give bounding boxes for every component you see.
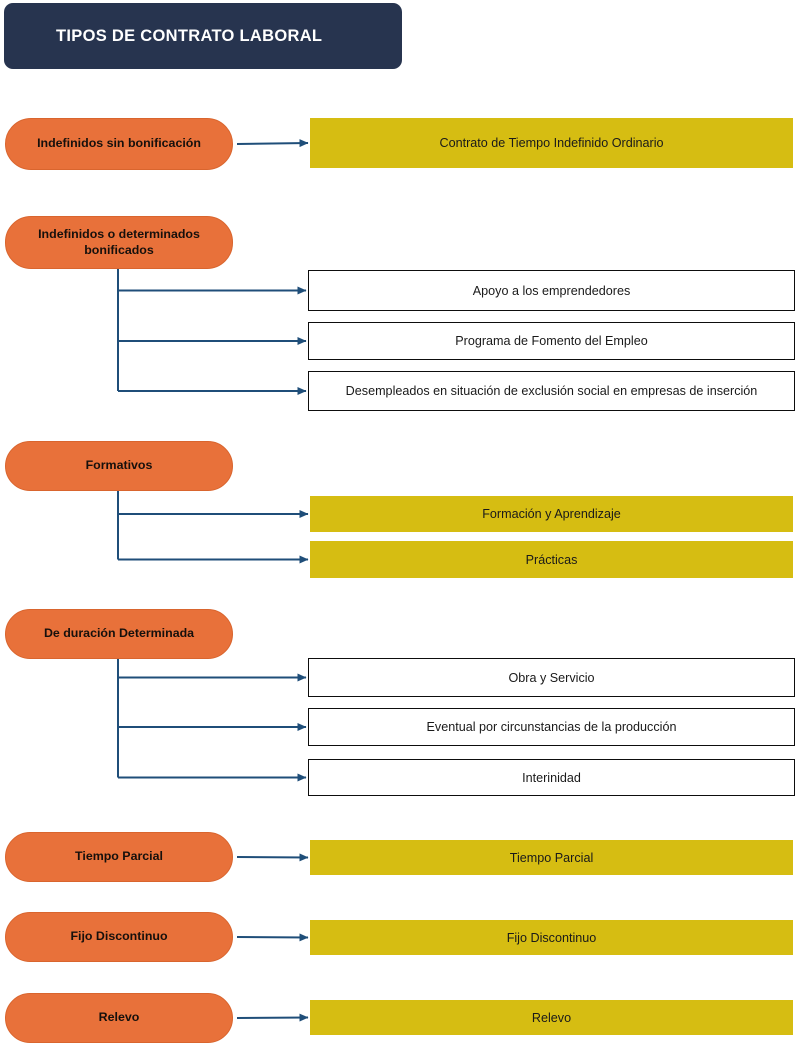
contract-bar-tiempo-parcial-0[interactable]: Tiempo Parcial (310, 840, 793, 875)
category-pill-label: De duración Determinada (43, 626, 195, 641)
category-pill-relevo[interactable]: Relevo (5, 993, 233, 1043)
contract-box-de-duracion-determinada-1[interactable]: Eventual por circunstancias de la produc… (308, 708, 795, 746)
contract-label: Fijo Discontinuo (506, 930, 597, 945)
category-pill-label: Indefinidos sin bonificación (37, 136, 201, 151)
category-pill-label: Relevo (98, 1010, 140, 1025)
contract-label: Apoyo a los emprendedores (472, 283, 631, 298)
contract-box-de-duracion-determinada-2[interactable]: Interinidad (308, 759, 795, 796)
contract-box-indefinidos-o-determinados-bonificados-2[interactable]: Desempleados en situación de exclusión s… (308, 371, 795, 411)
contract-label: Eventual por circunstancias de la produc… (426, 720, 677, 734)
category-pill-label: Formativos (85, 458, 153, 473)
category-pill-indefinidos-o-determinados-bonificados[interactable]: Indefinidos o determinados bonificados (5, 216, 233, 269)
category-pill-label: Fijo Discontinuo (70, 929, 168, 944)
category-pill-formativos[interactable]: Formativos (5, 441, 233, 491)
category-pill-fijo-discontinuo[interactable]: Fijo Discontinuo (5, 912, 233, 962)
category-pill-label: Tiempo Parcial (75, 849, 163, 864)
contract-box-indefinidos-o-determinados-bonificados-1[interactable]: Programa de Fomento del Empleo (308, 322, 795, 360)
contract-label: Programa de Fomento del Empleo (455, 334, 648, 348)
page-title: TIPOS DE CONTRATO LABORAL (56, 26, 323, 45)
contract-bar-fijo-discontinuo-0[interactable]: Fijo Discontinuo (310, 920, 793, 955)
contract-label: Interinidad (522, 770, 581, 785)
contract-label: Obra y Servicio (508, 670, 595, 685)
contract-label: Tiempo Parcial (509, 850, 594, 865)
contract-box-indefinidos-o-determinados-bonificados-0[interactable]: Apoyo a los emprendedores (308, 270, 795, 311)
contract-label: Contrato de Tiempo Indefinido Ordinario (439, 136, 664, 150)
contract-bar-indefinidos-sin-bonificacion-0[interactable]: Contrato de Tiempo Indefinido Ordinario (310, 118, 793, 168)
category-pill-label: Indefinidos o determinados bonificados (38, 227, 200, 257)
contract-bar-formativos-1[interactable]: Prácticas (310, 541, 793, 578)
contract-bar-formativos-0[interactable]: Formación y Aprendizaje (310, 496, 793, 532)
contract-label: Formación y Aprendizaje (482, 507, 621, 521)
contract-label: Desempleados en situación de exclusión s… (345, 384, 758, 398)
category-pill-indefinidos-sin-bonificacion[interactable]: Indefinidos sin bonificación (5, 118, 233, 170)
contract-label: Relevo (531, 1010, 572, 1025)
category-pill-tiempo-parcial[interactable]: Tiempo Parcial (5, 832, 233, 882)
diagram-title-banner: TIPOS DE CONTRATO LABORAL (4, 3, 402, 69)
contract-label: Prácticas (525, 552, 578, 567)
contract-box-de-duracion-determinada-0[interactable]: Obra y Servicio (308, 658, 795, 697)
category-pill-de-duracion-determinada[interactable]: De duración Determinada (5, 609, 233, 659)
contract-bar-relevo-0[interactable]: Relevo (310, 1000, 793, 1035)
